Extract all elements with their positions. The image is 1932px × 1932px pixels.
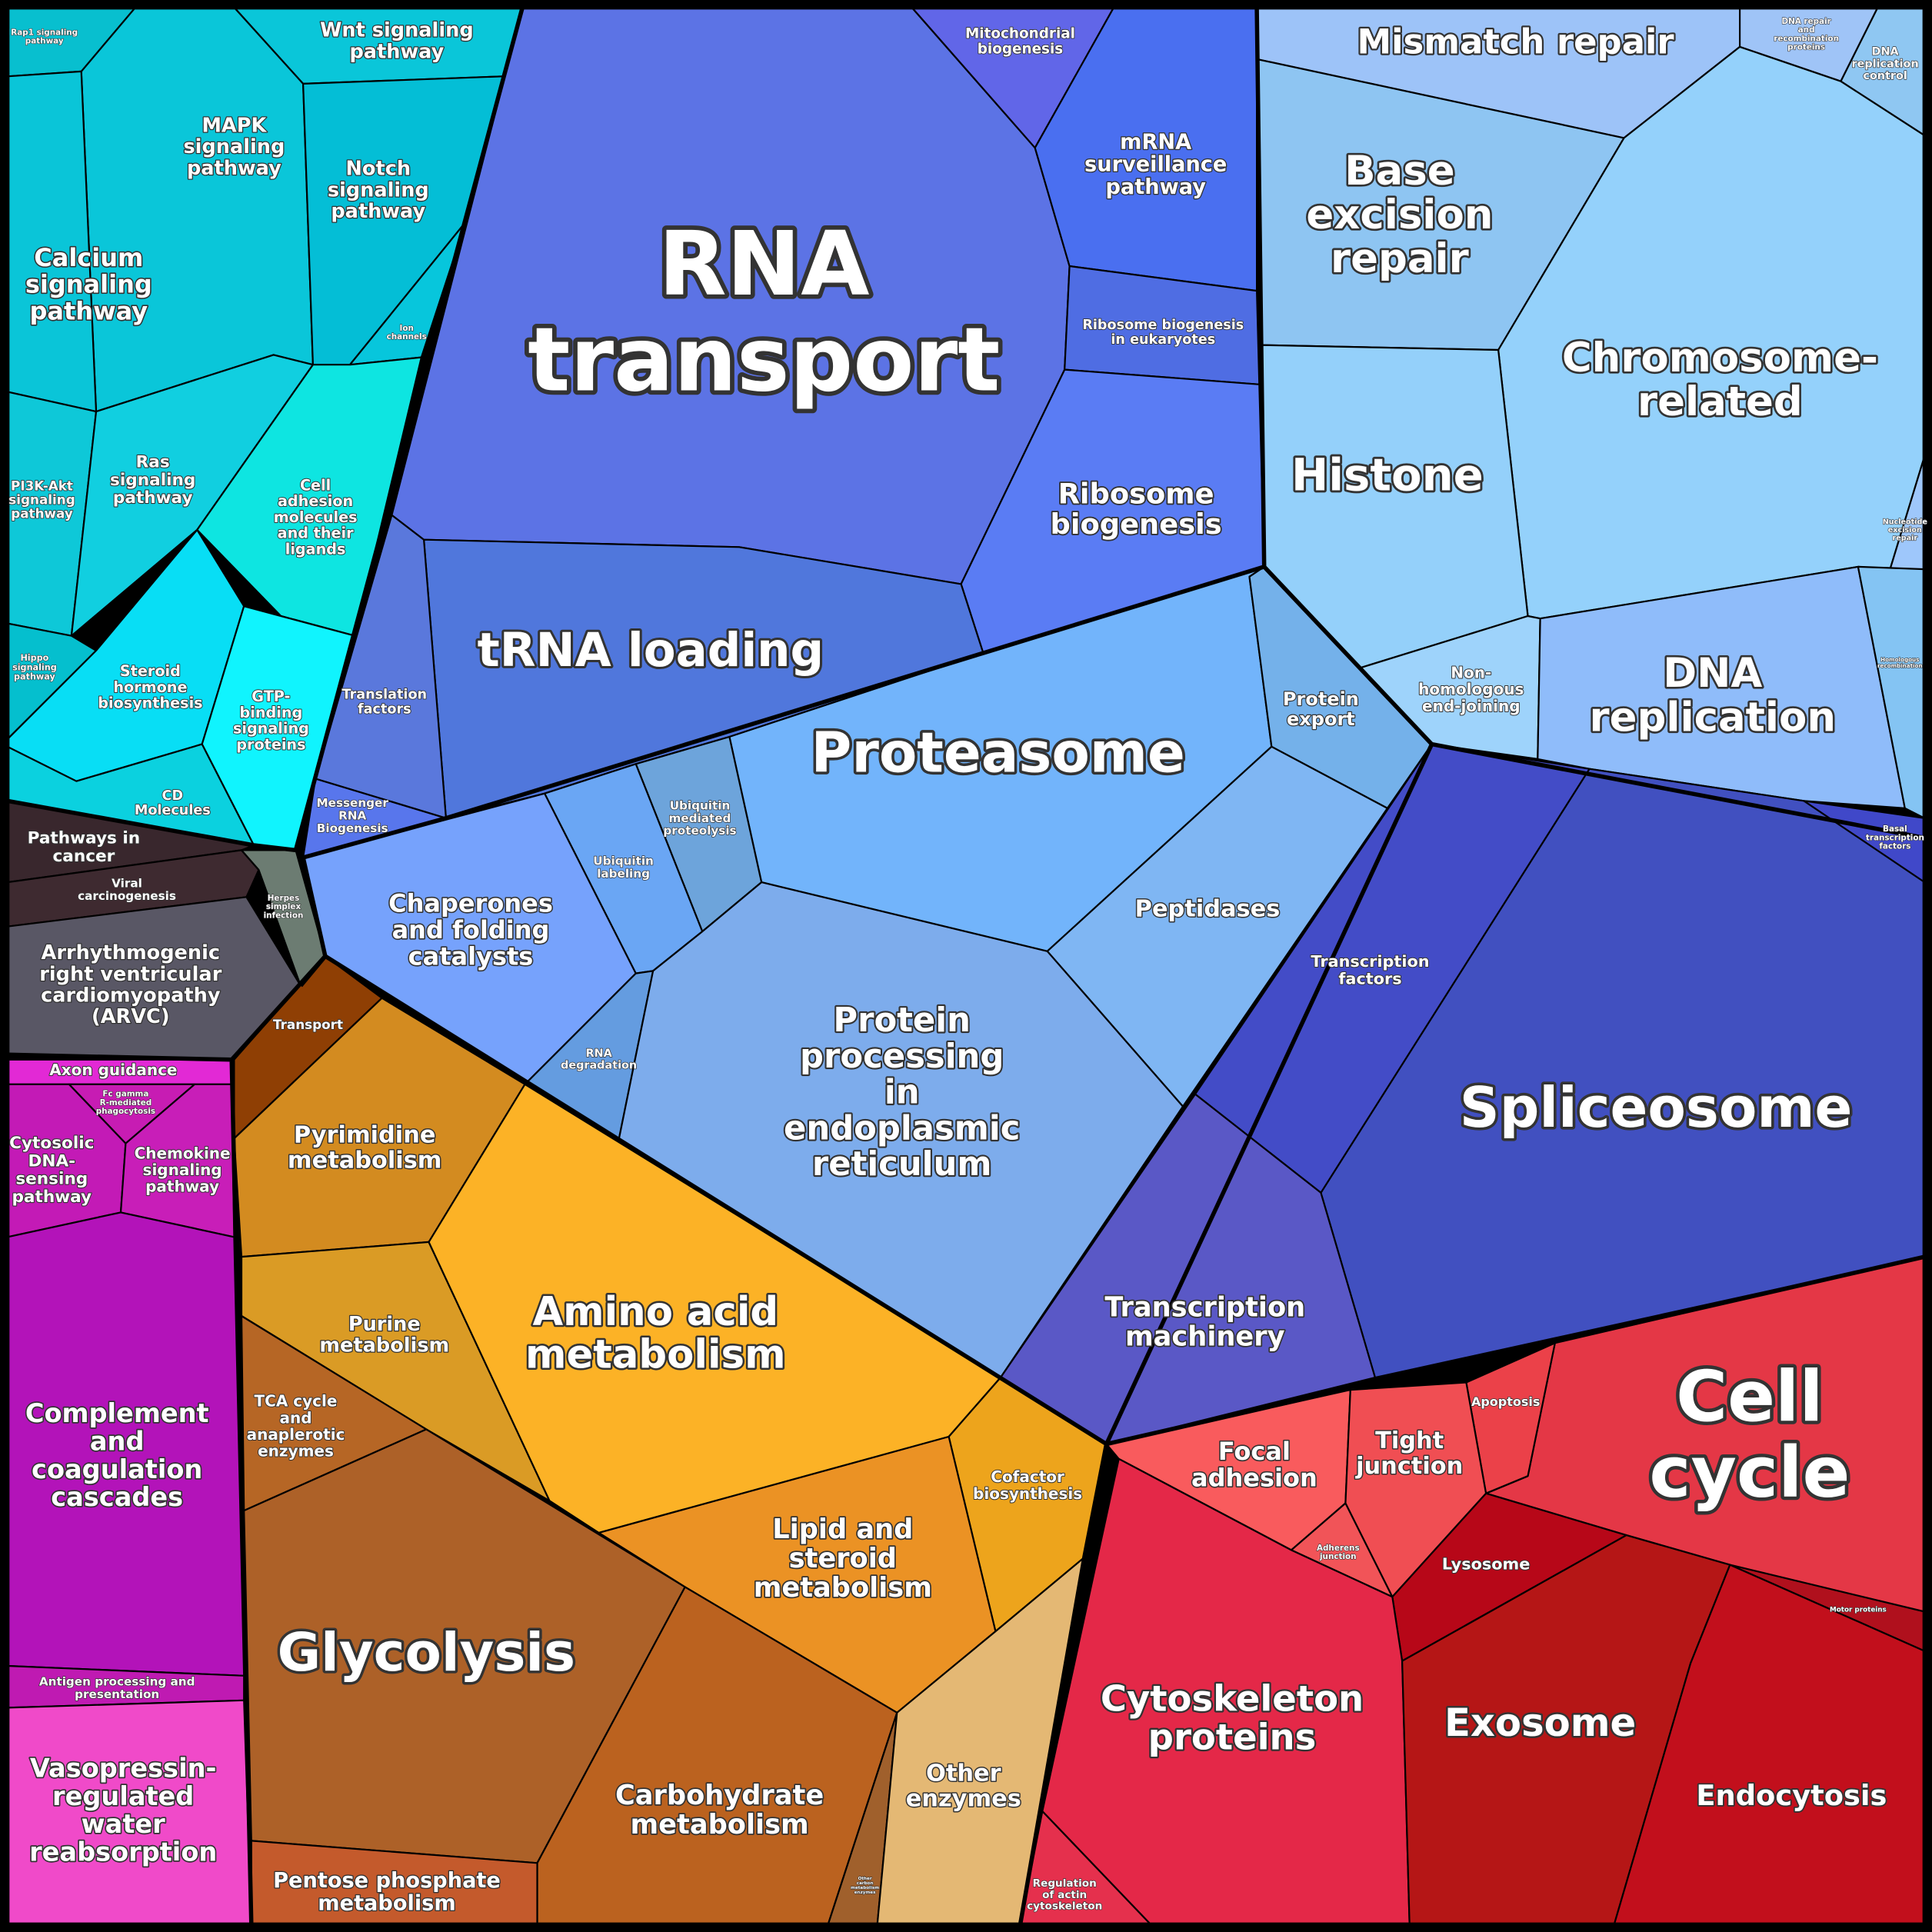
label-apoptosis: Apoptosis bbox=[1471, 1394, 1540, 1409]
label-transport: Transport bbox=[273, 1017, 343, 1032]
label-histone: Histone bbox=[1291, 448, 1484, 501]
group-border-2 bbox=[293, 6, 525, 851]
group-border-7 bbox=[1254, 7, 1925, 841]
label-spliceosome: Spliceosome bbox=[1460, 1076, 1853, 1141]
group-border-10 bbox=[1105, 1254, 1926, 1447]
label-glycolysis: Glycolysis bbox=[278, 1622, 575, 1684]
label-endocytosis: Endocytosis bbox=[1696, 1778, 1887, 1811]
cells-layer bbox=[6, 6, 1926, 1926]
label-lysosome: Lysosome bbox=[1442, 1555, 1531, 1574]
label-mismatch-repair: Mismatch repair bbox=[1357, 22, 1674, 62]
group-border-8 bbox=[302, 565, 1265, 860]
cell-purine-metabolism bbox=[240, 1241, 551, 1502]
group-border-1 bbox=[5, 5, 1927, 1927]
label-trna-loading: tRNA loading bbox=[478, 623, 824, 678]
group-borders bbox=[5, 5, 1927, 1927]
label-proteasome: Proteasome bbox=[811, 721, 1185, 786]
label-motor-proteins: Motor proteins bbox=[1830, 1606, 1887, 1614]
group-border-6 bbox=[230, 954, 1108, 1446]
label-axon-guidance: Axon guidance bbox=[49, 1061, 177, 1079]
group-border-9 bbox=[1104, 743, 1434, 1445]
cell-mapk-signaling-pathway bbox=[80, 6, 314, 413]
cell-calcium-signaling-pathway bbox=[6, 70, 98, 413]
label-chromosome-related: Chromosome-related bbox=[1562, 335, 1878, 425]
group-border-3 bbox=[7, 798, 296, 853]
label-exosome: Exosome bbox=[1444, 1700, 1636, 1744]
group-border-11 bbox=[1018, 1444, 1109, 1925]
label-peptidases: Peptidases bbox=[1135, 895, 1281, 922]
